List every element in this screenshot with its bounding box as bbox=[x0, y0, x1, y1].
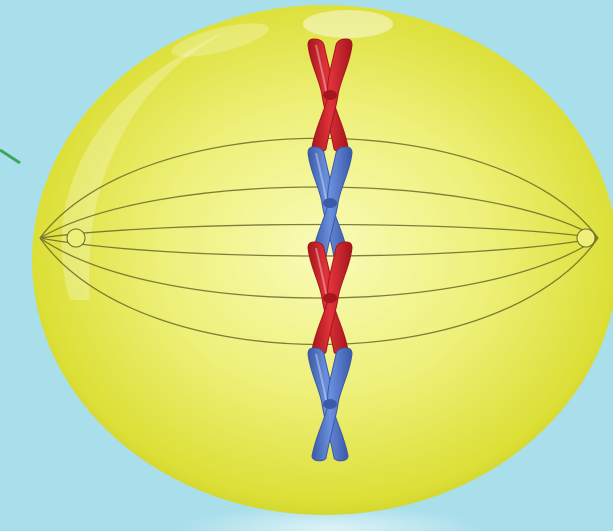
spindle-pole-left bbox=[67, 229, 85, 247]
centromere bbox=[323, 399, 337, 409]
centromere bbox=[323, 90, 337, 100]
centromere bbox=[323, 198, 337, 208]
cell-highlight-top bbox=[303, 10, 393, 38]
centromere bbox=[323, 293, 337, 303]
spindle-pole-right bbox=[577, 229, 595, 247]
pointer-line bbox=[0, 150, 20, 163]
